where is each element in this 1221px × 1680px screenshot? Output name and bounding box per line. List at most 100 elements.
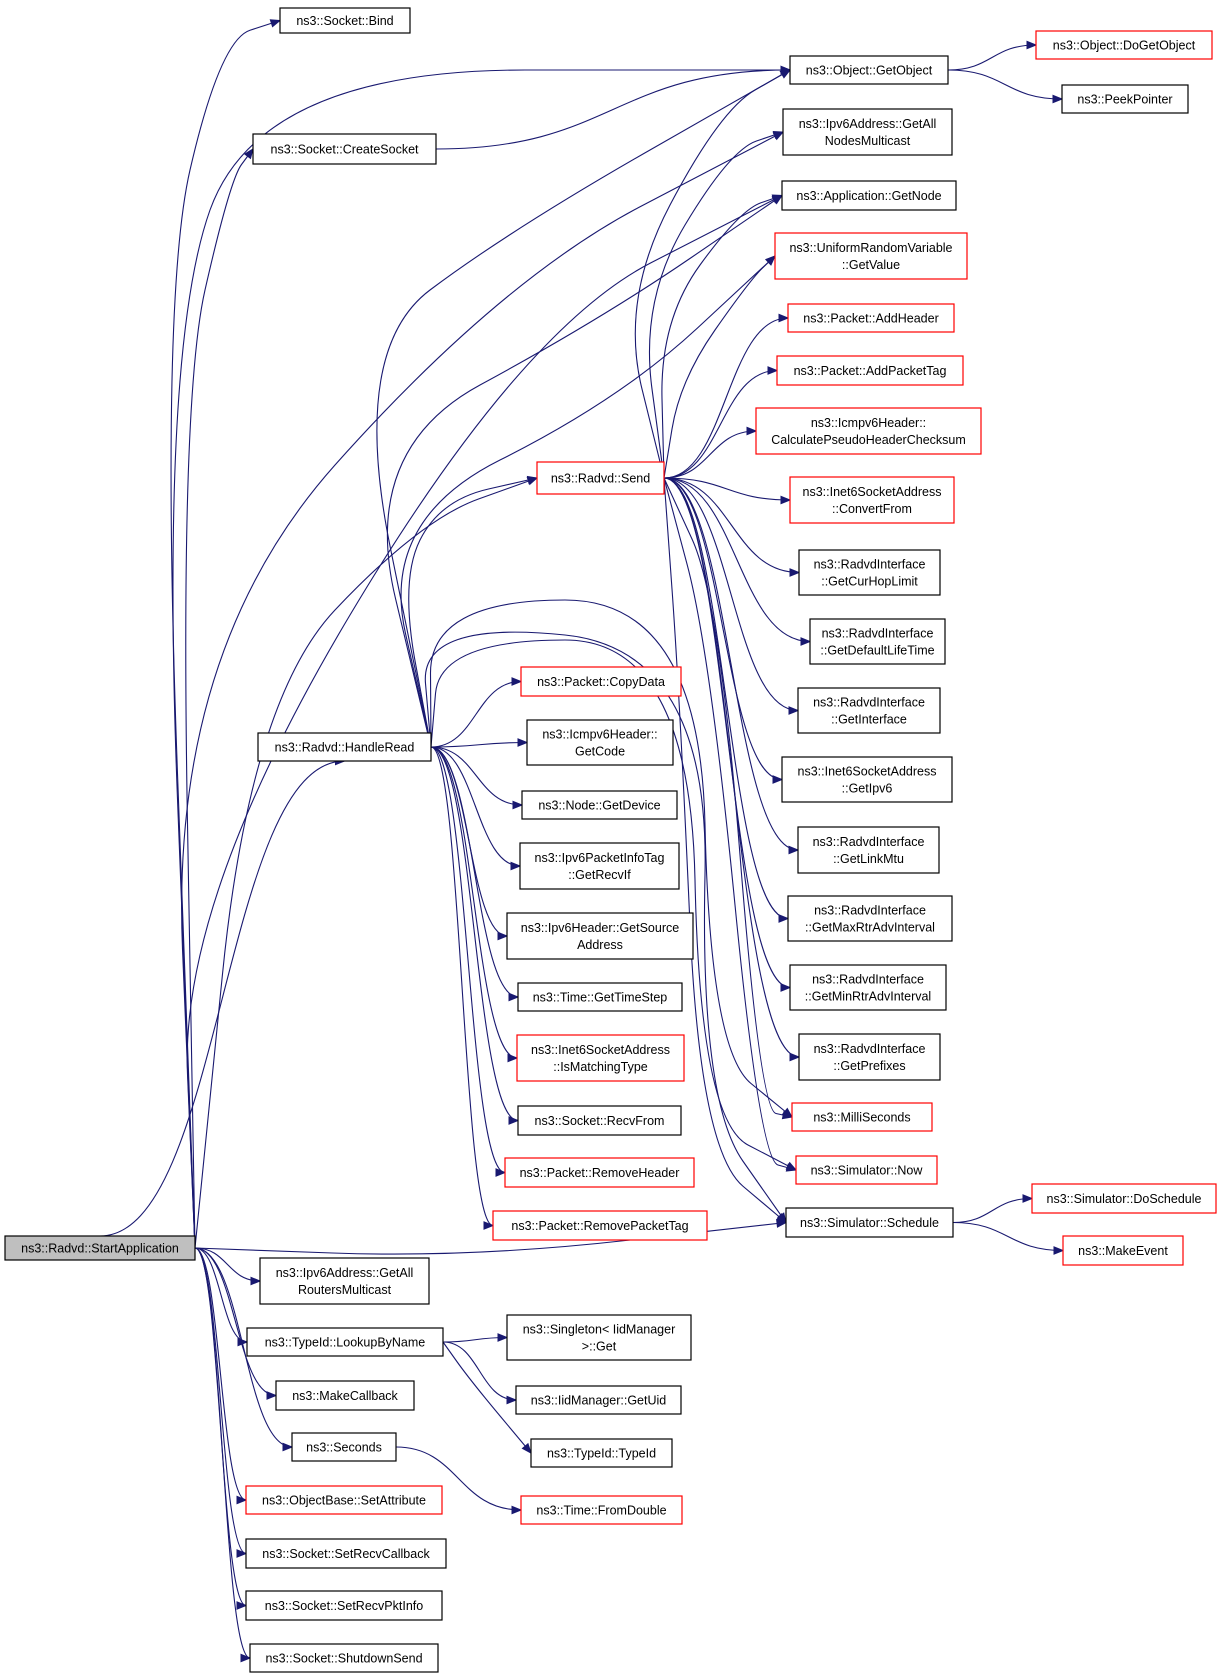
node-recvfrom[interactable]: ns3::Socket::RecvFrom [517,1105,682,1136]
node-getcode[interactable]: ns3::Icmpv6Header::GetCode [526,719,674,766]
node-label: ns3::Inet6SocketAddress [798,765,937,779]
node-label: CalculatePseudoHeaderChecksum [771,433,966,447]
node-label: ns3::IidManager::GetUid [531,1394,667,1408]
node-removeheader[interactable]: ns3::Packet::RemoveHeader [504,1157,695,1188]
node-label: ::GetMinRtrAdvInterval [805,990,931,1004]
edge-send-to-calcpseudo [663,426,758,479]
arrowhead [250,1276,262,1286]
node-label: ns3::Simulator::DoSchedule [1047,1192,1202,1206]
node-now[interactable]: ns3::Simulator::Now [795,1155,938,1185]
edges-layer [99,19,1065,1663]
node-label: ::GetLinkMtu [833,852,904,866]
node-addheader[interactable]: ns3::Packet::AddHeader [787,303,955,333]
node-getprefixes[interactable]: ns3::RadvdInterface::GetPrefixes [798,1033,941,1081]
node-label: ::GetRecvIf [568,868,631,882]
edge-schedule-to-makeevent [952,1221,1065,1255]
node-convertfrom[interactable]: ns3::Inet6SocketAddress::ConvertFrom [789,476,955,524]
node-getobject[interactable]: ns3::Object::GetObject [789,55,949,85]
arrowhead [765,255,776,266]
arrowhead [236,1549,248,1558]
node-getuid[interactable]: ns3::IidManager::GetUid [515,1385,682,1415]
node-setrecvcallback[interactable]: ns3::Socket::SetRecvCallback [245,1538,447,1569]
node-singletonget[interactable]: ns3::Singleton< IidManager >::Get [506,1314,692,1361]
edge-handleread-to-getcode [430,738,529,748]
node-typeid[interactable]: ns3::TypeId::TypeId [530,1438,673,1468]
node-getrecvif[interactable]: ns3::Ipv6PacketInfoTag::GetRecvIf [519,842,680,890]
node-label: ns3::TypeId::TypeId [547,1447,656,1461]
node-label: ::ConvertFrom [832,502,912,516]
node-getcurhop[interactable]: ns3::RadvdInterface::GetCurHopLimit [798,549,941,596]
node-getnode[interactable]: ns3::Application::GetNode [781,180,957,211]
node-copydata[interactable]: ns3::Packet::CopyData [520,666,682,697]
edge-start-to-createsocket [185,147,254,1249]
node-setattribute[interactable]: ns3::ObjectBase::SetAttribute [245,1485,443,1515]
node-milliseconds[interactable]: ns3::MilliSeconds [791,1102,933,1132]
arrowhead [780,983,792,992]
node-getdefaultlife[interactable]: ns3::RadvdInterface::GetDefaultLifeTime [809,618,946,665]
arrowhead [526,475,539,485]
node-seconds[interactable]: ns3::Seconds [291,1432,397,1462]
node-label: ns3::RadvdInterface [814,1042,926,1056]
node-lookupbyname[interactable]: ns3::TypeId::LookupByName [246,1327,444,1357]
arrowhead [497,931,509,941]
node-calcpseudo[interactable]: ns3::Icmpv6Header::CalculatePseudoHeader… [755,407,982,455]
node-getinterface[interactable]: ns3::RadvdInterface::GetInterface [797,687,941,734]
node-getmaxrtr[interactable]: ns3::RadvdInterface::GetMaxRtrAdvInterva… [787,895,953,942]
node-createsocket[interactable]: ns3::Socket::CreateSocket [252,133,437,165]
arrowhead [779,69,792,79]
edge-start-to-setattribute [194,1247,248,1505]
arrowhead [240,1653,252,1663]
node-ismatching[interactable]: ns3::Inet6SocketAddress::IsMatchingType [516,1034,685,1082]
node-label: ns3::Radvd::HandleRead [275,741,415,755]
node-makeevent[interactable]: ns3::MakeEvent [1062,1235,1184,1266]
node-label: >::Get [582,1340,617,1354]
node-getlinkmtu[interactable]: ns3::RadvdInterface::GetLinkMtu [797,826,940,874]
arrowhead [269,19,282,28]
edge-send-to-getipv6 [663,477,784,784]
node-send[interactable]: ns3::Radvd::Send [536,461,665,495]
node-getipv6[interactable]: ns3::Inet6SocketAddress::GetIpv6 [781,756,953,803]
arrowhead [495,1168,507,1177]
arrowhead [507,1053,519,1063]
node-label: ::GetInterface [831,713,907,727]
node-removepackettag[interactable]: ns3::Packet::RemovePacketTag [492,1210,708,1241]
node-dogetobject[interactable]: ns3::Object::DoGetObject [1035,30,1213,60]
edge-send-to-getcurhop [663,477,801,577]
arrowhead [483,1221,495,1230]
node-handleread[interactable]: ns3::Radvd::HandleRead [257,732,432,762]
node-label: ::GetDefaultLifeTime [820,644,934,658]
node-peekpointer[interactable]: ns3::PeekPointer [1061,84,1189,114]
node-start[interactable]: ns3::Radvd::StartApplication [4,1235,196,1261]
node-label: ns3::Time::FromDouble [536,1504,666,1518]
arrowhead [508,992,520,1002]
edge-send-to-getobject [634,69,792,479]
node-getminrtr[interactable]: ns3::RadvdInterface::GetMinRtrAdvInterva… [789,964,947,1011]
node-label: ns3::Icmpv6Header:: [542,728,657,742]
node-getdevice[interactable]: ns3::Node::GetDevice [521,790,678,820]
node-addpackettag[interactable]: ns3::Packet::AddPacketTag [776,355,964,386]
edge-start-to-shutdownsend [194,1247,252,1663]
node-gettimestep[interactable]: ns3::Time::GetTimeStep [517,982,683,1012]
node-label: ns3::Socket::RecvFrom [535,1114,665,1128]
node-label: ns3::Socket::ShutdownSend [265,1652,422,1666]
node-label: ns3::Object::DoGetObject [1053,39,1196,53]
nodes-layer: ns3::Radvd::StartApplicationns3::Socket:… [4,7,1217,1673]
node-doschedule[interactable]: ns3::Simulator::DoSchedule [1031,1183,1217,1214]
node-makecallback[interactable]: ns3::MakeCallback [275,1380,415,1411]
node-shutdownsend[interactable]: ns3::Socket::ShutdownSend [249,1643,439,1673]
edge-handleread-to-ismatching [430,746,519,1063]
node-setrecvpktinfo[interactable]: ns3::Socket::SetRecvPktInfo [245,1590,443,1621]
edge-start-to-getobject [172,65,792,1249]
node-label: ns3::Ipv6Address::GetAll [276,1266,414,1280]
edge-seconds-to-fromdouble [395,1446,523,1515]
node-bind[interactable]: ns3::Socket::Bind [279,7,411,34]
node-fromdouble[interactable]: ns3::Time::FromDouble [520,1495,683,1525]
node-schedule[interactable]: ns3::Simulator::Schedule [785,1207,954,1238]
node-label: ns3::Application::GetNode [796,189,941,203]
edge-send-to-getmaxrtr [663,477,790,923]
node-label: ::IsMatchingType [553,1060,648,1074]
node-getvalue[interactable]: ns3::UniformRandomVariable::GetValue [774,232,968,280]
